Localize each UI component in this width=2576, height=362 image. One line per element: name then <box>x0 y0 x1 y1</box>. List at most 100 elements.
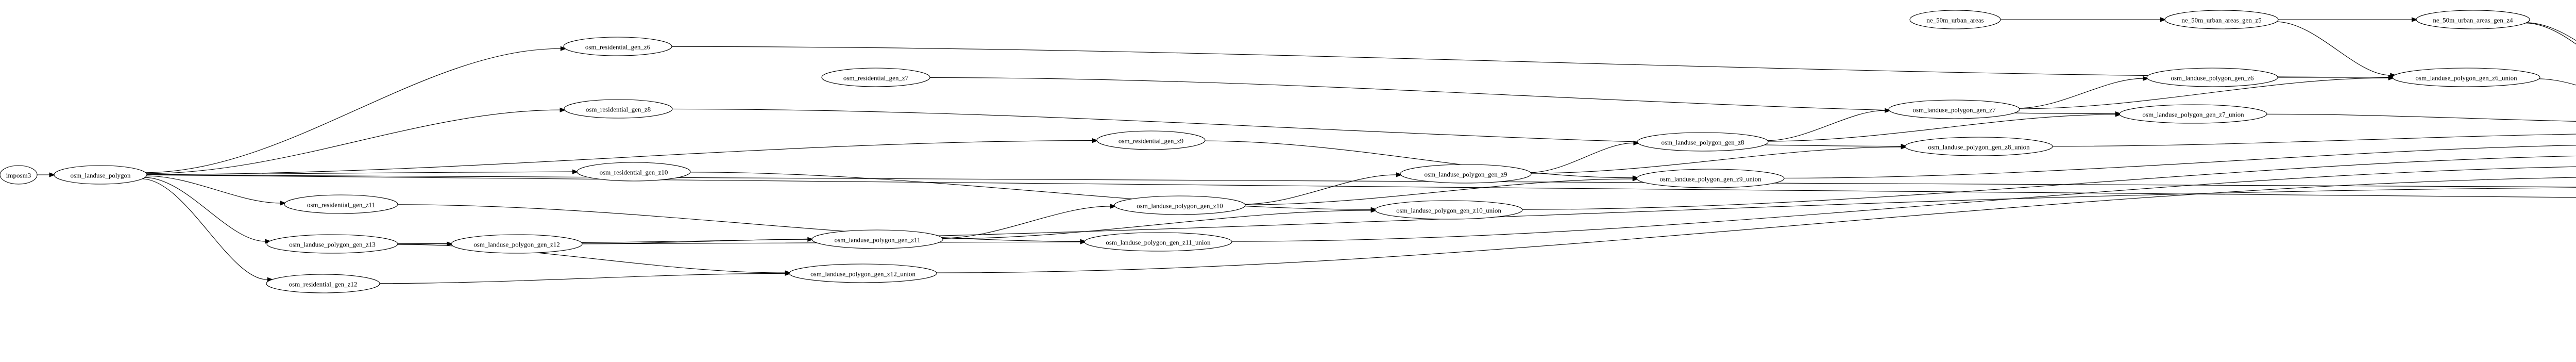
graph-edge <box>2018 77 2389 109</box>
graph-edge <box>141 178 268 280</box>
graph-node-osm_landuse_polygon_gen_z11_union[interactable]: osm_landuse_polygon_gen_z11_union <box>1084 232 1232 252</box>
graph-node-osm_landuse_polygon_gen_z7[interactable]: osm_landuse_polygon_gen_z7 <box>1888 100 2020 119</box>
graph-edge <box>2537 78 2576 86</box>
graph-node-osm_landuse_polygon[interactable]: osm_landuse_polygon <box>54 165 147 185</box>
graph-node-osm_landuse_polygon_gen_z6[interactable]: osm_landuse_polygon_gen_z6 <box>2146 68 2278 87</box>
graph-node-osm_residential_gen_z7[interactable]: osm_residential_gen_z7 <box>821 68 930 87</box>
node-shape[interactable] <box>563 37 672 56</box>
graph-edge <box>2525 22 2576 41</box>
graph-node-osm_landuse_polygon_gen_z6_union[interactable]: osm_landuse_polygon_gen_z6_union <box>2392 68 2540 87</box>
graph-edge <box>144 177 265 242</box>
node-shape[interactable] <box>1114 195 1246 215</box>
graph-edge <box>146 171 573 175</box>
edge-arrowhead <box>1885 108 1891 113</box>
graph-edge <box>2018 78 2143 109</box>
graph-node-osm_landuse_polygon_gen_z8_union[interactable]: osm_landuse_polygon_gen_z8_union <box>1905 137 2053 156</box>
graph-node-osm_landuse_polygon_gen_z12_union[interactable]: osm_landuse_polygon_gen_z12_union <box>789 264 937 283</box>
node-shape[interactable] <box>2392 68 2540 87</box>
graph-node-osm_residential_gen_z12[interactable]: osm_residential_gen_z12 <box>266 274 380 293</box>
graph-edge <box>670 46 2388 78</box>
graph-edge <box>146 174 2576 199</box>
edge-arrowhead <box>280 201 286 206</box>
node-shape[interactable] <box>451 234 583 254</box>
graph-edge <box>2275 21 2391 76</box>
graph-node-osm_residential_gen_z11[interactable]: osm_residential_gen_z11 <box>284 194 398 214</box>
graph-edge <box>1520 155 2576 210</box>
node-shape[interactable] <box>2119 104 2267 124</box>
node-shape[interactable] <box>789 264 937 283</box>
node-shape[interactable] <box>2146 68 2278 87</box>
node-shape[interactable] <box>2416 10 2530 29</box>
graph-node-osm_landuse_polygon_gen_z11[interactable]: osm_landuse_polygon_gen_z11 <box>811 229 943 249</box>
edge-arrowhead <box>2115 112 2122 117</box>
graph-node-osm_landuse_polygon_gen_z9[interactable]: osm_landuse_polygon_gen_z9 <box>1400 164 1532 184</box>
edge-arrowhead <box>560 107 566 112</box>
graph-edge <box>396 244 786 273</box>
edge-arrowhead <box>572 169 579 174</box>
node-shape[interactable] <box>821 68 930 87</box>
edge-arrowhead <box>1370 208 1377 213</box>
node-shape[interactable] <box>1637 132 1769 152</box>
graph-node-ne_50m_urban_areas_gen_z4[interactable]: ne_50m_urban_areas_gen_z4 <box>2416 10 2530 29</box>
graph-edge <box>2524 23 2576 45</box>
graph-node-osm_residential_gen_z6[interactable]: osm_residential_gen_z6 <box>563 37 672 56</box>
edge-arrowhead <box>2411 17 2418 22</box>
node-shape[interactable] <box>811 229 943 249</box>
graph-node-osm_landuse_polygon_gen_z7_union[interactable]: osm_landuse_polygon_gen_z7_union <box>2119 104 2267 124</box>
graph-edge <box>1204 140 1633 178</box>
graph-node-osm_landuse_polygon_gen_z9_union[interactable]: osm_landuse_polygon_gen_z9_union <box>1636 169 1785 188</box>
edge-arrowhead <box>785 270 791 275</box>
edge-arrowhead <box>2160 17 2167 22</box>
node-shape[interactable] <box>266 274 380 293</box>
edge-arrowhead <box>49 172 56 177</box>
graph-node-osm_landuse_polygon_gen_z13[interactable]: osm_landuse_polygon_gen_z13 <box>266 234 398 254</box>
graph-node-osm_residential_gen_z8[interactable]: osm_residential_gen_z8 <box>564 99 673 119</box>
graph-node-ne_50m_urban_areas[interactable]: ne_50m_urban_areas <box>1909 10 2001 29</box>
node-shape[interactable] <box>2164 10 2279 29</box>
node-shape[interactable] <box>1096 130 1206 150</box>
node-shape[interactable] <box>1909 10 2001 29</box>
graph-edge <box>689 172 1371 210</box>
graph-edge <box>378 273 785 284</box>
graph-edge <box>941 206 1111 239</box>
graph-edge <box>1230 166 2576 242</box>
edge-arrowhead <box>560 46 567 51</box>
node-shape[interactable] <box>1084 232 1232 252</box>
edge-arrowhead <box>1092 138 1099 143</box>
graph-node-osm_residential_gen_z10[interactable]: osm_residential_gen_z10 <box>577 162 691 182</box>
node-shape[interactable] <box>577 162 691 182</box>
node-shape[interactable] <box>1636 169 1785 188</box>
node-shape[interactable] <box>1888 100 2020 119</box>
graph-edge <box>2265 113 2576 122</box>
graph-edge <box>145 175 280 204</box>
node-shape[interactable] <box>266 234 398 254</box>
graph-edge <box>146 174 2576 188</box>
graph-edge <box>1529 142 1634 173</box>
edge-arrowhead <box>447 241 453 246</box>
node-shape[interactable] <box>0 165 38 185</box>
graph-node-ne_50m_urban_areas_gen_z5[interactable]: ne_50m_urban_areas_gen_z5 <box>2164 10 2279 29</box>
graph-node-imposm3[interactable]: imposm3 <box>0 165 38 185</box>
graph-node-osm_landuse_polygon_gen_z8[interactable]: osm_landuse_polygon_gen_z8 <box>1637 132 1769 152</box>
node-shape[interactable] <box>54 165 147 185</box>
edge-arrowhead <box>1632 176 1639 182</box>
graph-edge <box>1244 178 1633 205</box>
node-shape[interactable] <box>1400 164 1532 184</box>
graph-edge <box>935 177 2576 273</box>
node-shape[interactable] <box>564 99 673 119</box>
node-shape[interactable] <box>284 194 398 214</box>
graph-edge <box>396 204 1081 242</box>
graph-node-osm_landuse_polygon_gen_z12[interactable]: osm_landuse_polygon_gen_z12 <box>451 234 583 254</box>
graph-node-osm_landuse_polygon_gen_z10[interactable]: osm_landuse_polygon_gen_z10 <box>1114 195 1246 215</box>
node-shape[interactable] <box>1905 137 2053 156</box>
graph-edge <box>1243 174 1397 205</box>
graph-node-osm_residential_gen_z9[interactable]: osm_residential_gen_z9 <box>1096 130 1206 150</box>
graph-edge <box>1766 110 1885 141</box>
graph-edge <box>1767 114 2116 142</box>
edges-layer <box>37 17 2576 284</box>
graph-node-osm_landuse_polygon_gen_z10_union[interactable]: osm_landuse_polygon_gen_z10_union <box>1375 200 1523 220</box>
graph-edge <box>941 210 1371 239</box>
node-shape[interactable] <box>1375 200 1523 220</box>
